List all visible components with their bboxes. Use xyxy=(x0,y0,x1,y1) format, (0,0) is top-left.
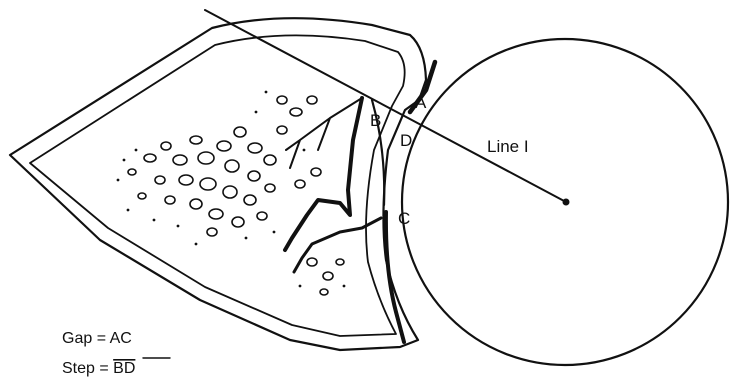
label-point-b: B xyxy=(370,111,381,130)
legend-step: Step = BD xyxy=(62,360,135,377)
bone-outer-outline xyxy=(10,18,426,350)
legend-step-overlined: BD xyxy=(113,360,135,377)
joint-cortex-lower xyxy=(386,212,404,342)
legend-gap: Gap = AC xyxy=(62,330,132,347)
label-line-i: Line I xyxy=(487,137,529,156)
label-point-d: D xyxy=(400,131,412,150)
label-point-a: A xyxy=(415,93,427,112)
fracture-line-main xyxy=(285,98,362,250)
trabecular-pattern xyxy=(128,96,344,295)
circle-center-dot xyxy=(563,199,570,206)
legend-step-prefix: Step = xyxy=(62,360,113,377)
label-point-c: C xyxy=(398,209,410,228)
